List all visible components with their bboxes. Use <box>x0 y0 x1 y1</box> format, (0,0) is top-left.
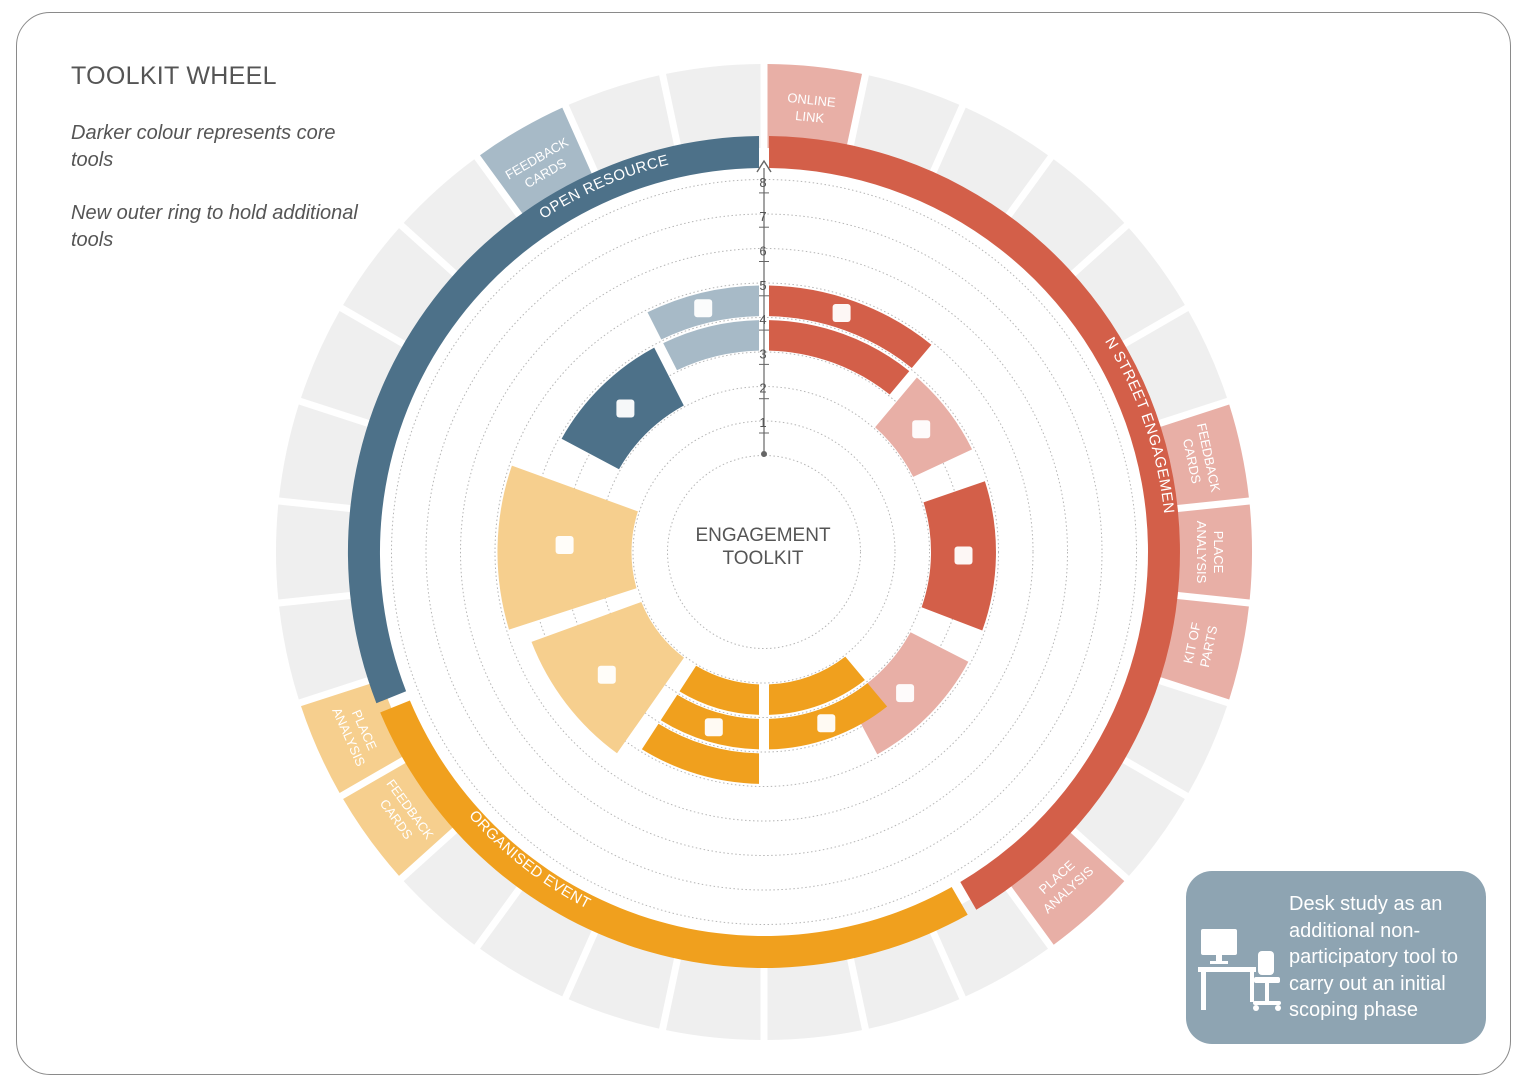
axis-tick-label: 6 <box>759 244 766 259</box>
tool-icon <box>616 399 635 418</box>
outer-tool-label-line: PLACE <box>1211 531 1226 574</box>
tool-icon <box>597 665 616 684</box>
outer-slot-empty <box>279 597 379 700</box>
outer-tool-label-line: ANALYSIS <box>1194 521 1209 584</box>
outer-tool-label-place-analysis-street: PLACEANALYSIS <box>1194 521 1226 584</box>
axis-tick-label: 4 <box>759 312 766 327</box>
tool-icon <box>704 718 723 737</box>
axis-tick-label: 2 <box>759 381 766 396</box>
outer-slot-empty <box>275 504 362 600</box>
tool-icon <box>832 304 851 322</box>
page-title: TOOLKIT WHEEL <box>71 62 277 90</box>
tool-icon <box>817 714 836 733</box>
level-ring <box>598 386 930 718</box>
note-outer-ring: New outer ring to hold additional tools <box>71 202 358 251</box>
center-title-line2: TOOLKIT <box>723 548 804 569</box>
desk-study-text: Desk study as an additional non-particip… <box>1289 893 1458 1021</box>
outer-slot-empty <box>767 947 862 1040</box>
level-ring <box>494 282 1034 822</box>
tool-icons <box>555 299 973 737</box>
axis-tick-label: 3 <box>759 346 766 361</box>
level-ring <box>391 179 1137 925</box>
tool-icon <box>912 420 931 439</box>
desk-study-callout: Desk study as an additional non-particip… <box>1186 871 1486 1044</box>
category-band-on-street-engagement <box>769 136 1180 910</box>
level-axis: 1 2 3 4 5 6 7 8 <box>756 159 772 457</box>
desk-computer-icon <box>1198 929 1281 1011</box>
category-ring <box>347 136 1180 968</box>
outer-slot-empty <box>279 404 379 507</box>
segment-street-core <box>769 285 932 368</box>
outer-tool-feedback-cards-street <box>1149 404 1249 507</box>
category-band-open-resource <box>347 136 759 704</box>
axis-tick-label: 1 <box>759 415 766 430</box>
segment-street-core <box>769 320 910 395</box>
outer-tool-label-line: LINK <box>795 108 826 126</box>
outer-tool-label-online-link: ONLINELINK <box>785 90 837 127</box>
segment-events-core <box>679 665 759 715</box>
level-ring <box>460 248 1068 856</box>
segment-events-core <box>641 723 759 784</box>
note-core-tools: Darker colour represents core tools <box>71 122 336 171</box>
page-frame <box>16 12 1511 1075</box>
outer-tool-online-link <box>767 64 862 157</box>
axis-tick-label: 5 <box>759 278 766 293</box>
tool-icon <box>954 546 973 565</box>
outer-slot-empty <box>666 947 761 1040</box>
category-band-organised-events <box>380 700 968 968</box>
tool-icon <box>896 684 915 703</box>
outer-slot-empty <box>666 64 761 157</box>
level-ring <box>667 455 861 649</box>
segment-events-core <box>769 656 865 715</box>
outer-tool-label-line: ONLINE <box>787 90 837 110</box>
axis-tick-label: 7 <box>759 209 766 224</box>
tool-icon <box>694 299 713 318</box>
segment-online-light <box>663 320 759 371</box>
outer-tool-place-analysis-street <box>1166 504 1253 600</box>
outer-tool-place-analysis-events <box>301 680 413 793</box>
axis-tick-label: 8 <box>759 175 766 190</box>
tool-icon <box>555 536 574 554</box>
outer-tool-kit-of-parts <box>1149 597 1249 700</box>
center-title-line1: ENGAGEMENT <box>695 525 831 546</box>
